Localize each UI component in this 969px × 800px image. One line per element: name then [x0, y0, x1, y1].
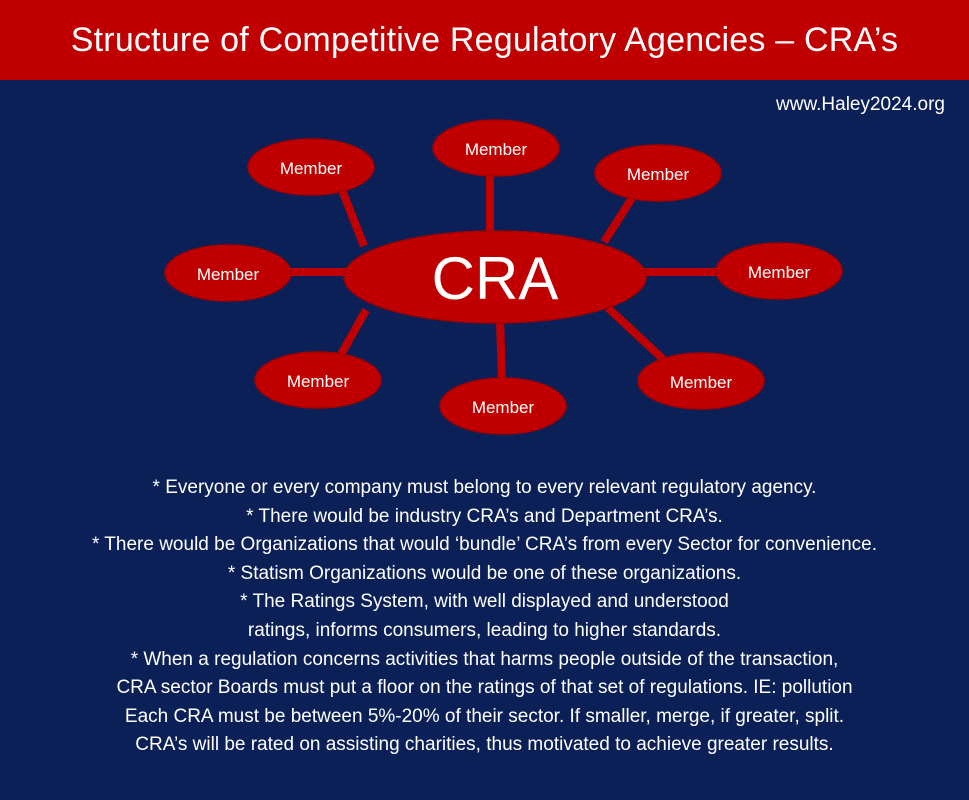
- member-label: Member: [627, 165, 690, 184]
- connector-line: [334, 308, 370, 362]
- connector-line: [338, 188, 368, 248]
- bullet-list: * Everyone or every company must belong …: [0, 474, 969, 760]
- member-node-bottom-left: Member: [254, 351, 382, 409]
- member-label: Member: [472, 398, 535, 417]
- page-title: Structure of Competitive Regulatory Agen…: [70, 20, 899, 59]
- member-node-top-right: Member: [594, 144, 722, 202]
- connector-line: [496, 317, 506, 385]
- member-node-left: Member: [164, 244, 292, 302]
- connector-line: [605, 305, 667, 363]
- bullet-line: * There would be Organizations that woul…: [91, 534, 878, 556]
- cra-center-node: CRA: [343, 230, 647, 324]
- member-node-bottom-right: Member: [637, 352, 765, 410]
- member-label: Member: [670, 373, 733, 392]
- member-node-bottom: Member: [439, 377, 567, 435]
- cra-center-label: CRA: [432, 245, 559, 312]
- bullet-line: CRA’s will be rated on assisting chariti…: [135, 734, 834, 756]
- bullet-line: * Statism Organizations would be one of …: [227, 562, 742, 584]
- member-label: Member: [748, 263, 811, 282]
- bullet-line: * When a regulation concerns activities …: [130, 648, 839, 670]
- bullet-line: * The Ratings System, with well displaye…: [240, 591, 729, 613]
- bullet-line: ratings, informs consumers, leading to h…: [247, 619, 722, 641]
- member-label: Member: [280, 159, 343, 178]
- member-label: Member: [197, 265, 260, 284]
- member-node-top: Member: [432, 119, 560, 177]
- member-label: Member: [287, 372, 350, 391]
- member-label: Member: [465, 140, 528, 159]
- connector-line: [600, 195, 636, 245]
- bullet-line: * There would be industry CRA’s and Depa…: [246, 505, 723, 527]
- member-node-top-left: Member: [247, 138, 375, 196]
- cra-diagram: Member Member Member Member Member Membe…: [164, 119, 843, 435]
- member-node-right: Member: [715, 242, 843, 300]
- bullet-line: CRA sector Boards must put a floor on th…: [116, 677, 853, 699]
- bullet-line: * Everyone or every company must belong …: [152, 477, 817, 498]
- bullet-line: Each CRA must be between 5%-20% of their…: [124, 705, 845, 727]
- website-url: www.Haley2024.org: [776, 94, 945, 115]
- title-banner: Structure of Competitive Regulatory Agen…: [0, 0, 969, 80]
- connector-lines: [286, 172, 718, 385]
